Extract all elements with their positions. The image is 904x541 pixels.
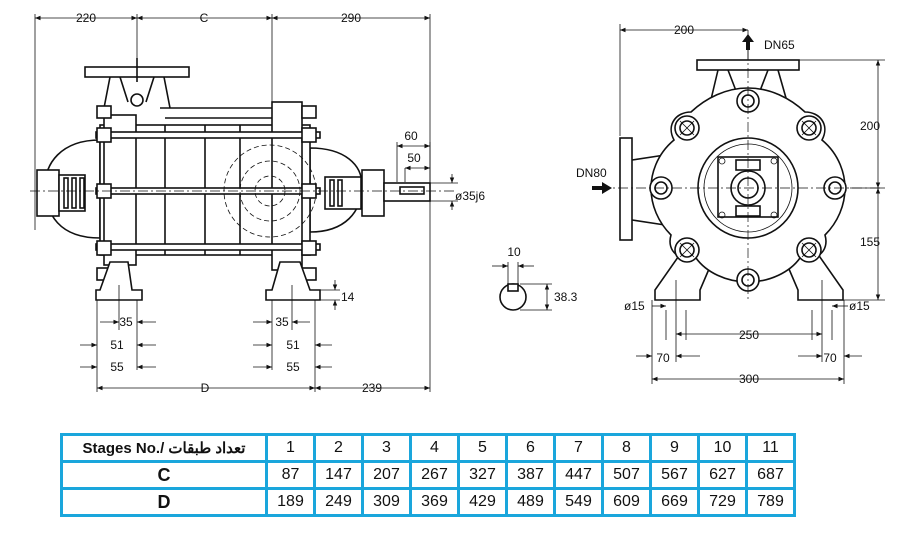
stage-cell: 6 — [505, 433, 556, 463]
front-view: 200 DN65 DN80 200 155 ø15 ø15 250 70 70 … — [576, 23, 885, 386]
table-cell: 669 — [649, 487, 700, 517]
table-cell: 147 — [313, 460, 364, 490]
table-cell: 87 — [265, 460, 316, 490]
table-cell: 249 — [313, 487, 364, 517]
stages-table: Stages No./ تعداد طبقات 1 2 3 4 5 6 7 8 … — [60, 433, 796, 517]
row-label-d: D — [60, 487, 268, 517]
table-cell: 429 — [457, 487, 508, 517]
table-row: D 189 249 309 369 429 489 549 609 669 72… — [60, 487, 796, 517]
dim-14: 14 — [341, 290, 355, 304]
table-cell: 729 — [697, 487, 748, 517]
dim-55-mid: 55 — [286, 360, 300, 374]
stages-header-label: Stages No./ تعداد طبقات — [60, 433, 268, 463]
dim-155: 155 — [860, 235, 880, 249]
table-row: C 87 147 207 267 327 387 447 507 567 627… — [60, 460, 796, 490]
table-cell: 507 — [601, 460, 652, 490]
dim-220: 220 — [76, 11, 96, 25]
stage-cell: 8 — [601, 433, 652, 463]
table-cell: 447 — [553, 460, 604, 490]
tie-rod-bolts — [649, 89, 847, 292]
dim-290: 290 — [341, 11, 361, 25]
pump-drawing: 220 C 290 60 50 ø35j6 14 35 51 55 35 51 … — [30, 11, 885, 395]
stage-cell: 9 — [649, 433, 700, 463]
dim-51-left: 51 — [110, 338, 124, 352]
row-label-c: C — [60, 460, 268, 490]
dim-50: 50 — [407, 151, 421, 165]
flow-arrow-right-icon — [592, 182, 612, 194]
key-width: 10 — [507, 245, 521, 259]
dim-60: 60 — [404, 129, 418, 143]
stage-cell: 11 — [745, 433, 796, 463]
key-height: 38.3 — [554, 290, 578, 304]
dim-70-left: 70 — [656, 351, 670, 365]
table-cell: 369 — [409, 487, 460, 517]
dim-hole-left: ø15 — [624, 299, 645, 313]
dim-35-mid: 35 — [275, 315, 289, 329]
table-cell: 189 — [265, 487, 316, 517]
table-header-row: Stages No./ تعداد طبقات 1 2 3 4 5 6 7 8 … — [60, 433, 796, 463]
table-cell: 567 — [649, 460, 700, 490]
label-outlet: DN65 — [764, 38, 795, 52]
dim-70-right: 70 — [823, 351, 837, 365]
table-cell: 327 — [457, 460, 508, 490]
table-cell: 789 — [745, 487, 796, 517]
dim-51-mid: 51 — [286, 338, 300, 352]
table-cell: 627 — [697, 460, 748, 490]
stage-cell: 4 — [409, 433, 460, 463]
dim-35-left: 35 — [119, 315, 133, 329]
table-cell: 267 — [409, 460, 460, 490]
table-cell: 489 — [505, 487, 556, 517]
dim-hole-right: ø15 — [849, 299, 870, 313]
table-cell: 387 — [505, 460, 556, 490]
dim-200-top: 200 — [674, 23, 694, 37]
flow-arrow-up-icon — [742, 34, 754, 50]
stage-cell: 7 — [553, 433, 604, 463]
dim-300: 300 — [739, 372, 759, 386]
dim-d: D — [201, 381, 210, 395]
side-view: 220 C 290 60 50 ø35j6 14 35 51 55 35 51 … — [30, 11, 485, 395]
dim-c: C — [200, 11, 209, 25]
dim-250: 250 — [739, 328, 759, 342]
stage-cell: 1 — [265, 433, 316, 463]
table-cell: 609 — [601, 487, 652, 517]
table-cell: 687 — [745, 460, 796, 490]
stage-cell: 3 — [361, 433, 412, 463]
dim-200-right: 200 — [860, 119, 880, 133]
table-cell: 309 — [361, 487, 412, 517]
dim-239: 239 — [362, 381, 382, 395]
label-inlet: DN80 — [576, 166, 607, 180]
shaft-key-detail: 10 38.3 — [492, 245, 578, 311]
table-cell: 549 — [553, 487, 604, 517]
stage-cell: 10 — [697, 433, 748, 463]
stage-cell: 5 — [457, 433, 508, 463]
stage-cell: 2 — [313, 433, 364, 463]
table-cell: 207 — [361, 460, 412, 490]
dim-shaft-diameter: ø35j6 — [455, 189, 485, 203]
dim-55-left: 55 — [110, 360, 124, 374]
